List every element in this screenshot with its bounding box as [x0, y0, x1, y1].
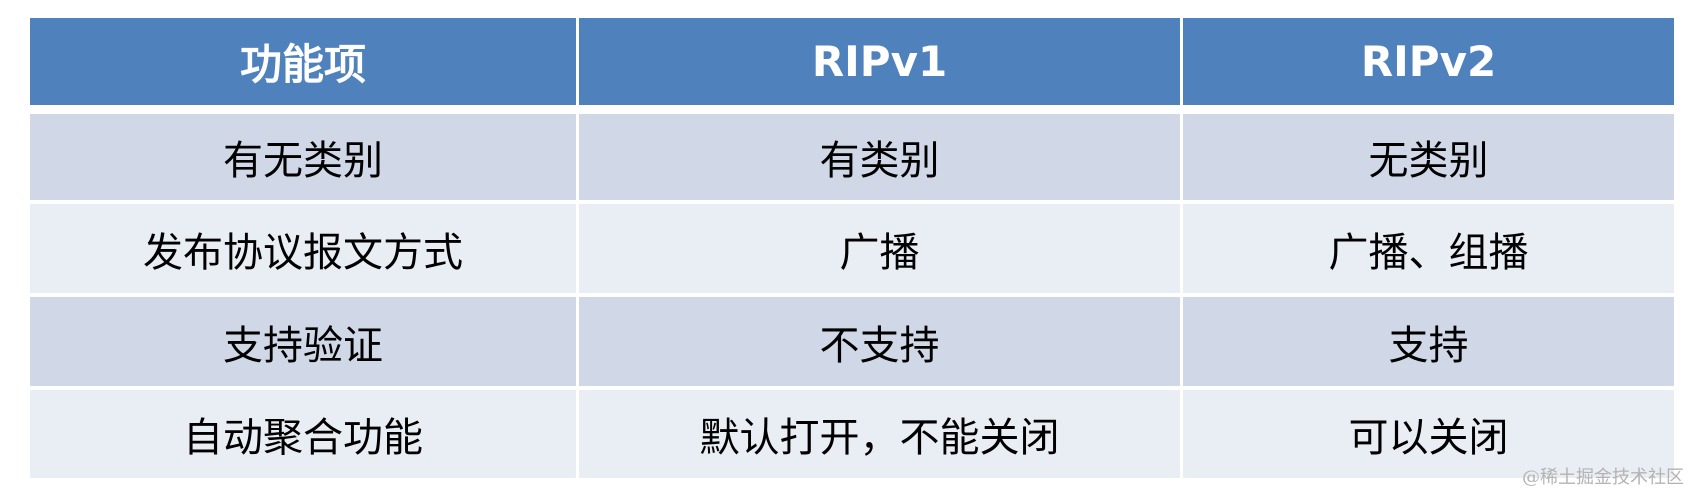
- table-row: 自动聚合功能 默认打开，不能关闭 可以关闭: [30, 390, 1674, 478]
- header-cell-feature: 功能项: [30, 18, 576, 105]
- watermark: @稀土掘金技术社区: [1522, 467, 1684, 488]
- table-row: 有无类别 有类别 无类别: [30, 114, 1674, 200]
- ripv2-cell: 支持: [1183, 297, 1674, 386]
- header-cell-ripv2: RIPv2: [1183, 18, 1674, 105]
- ripv1-cell: 默认打开，不能关闭: [579, 390, 1180, 478]
- feature-cell: 自动聚合功能: [30, 390, 576, 478]
- header-cell-ripv1: RIPv1: [579, 18, 1180, 105]
- table-row: 发布协议报文方式 广播 广播、组播: [30, 204, 1674, 293]
- ripv2-cell: 无类别: [1183, 114, 1674, 200]
- ripv2-cell: 广播、组播: [1183, 204, 1674, 293]
- ripv2-cell: 可以关闭: [1183, 390, 1674, 478]
- table-row: 支持验证 不支持 支持: [30, 297, 1674, 386]
- feature-cell: 有无类别: [30, 114, 576, 200]
- ripv1-cell: 广播: [579, 204, 1180, 293]
- table-header-row: 功能项 RIPv1 RIPv2: [30, 18, 1674, 105]
- feature-cell: 支持验证: [30, 297, 576, 386]
- ripv1-cell: 有类别: [579, 114, 1180, 200]
- ripv1-cell: 不支持: [579, 297, 1180, 386]
- feature-cell: 发布协议报文方式: [30, 204, 576, 293]
